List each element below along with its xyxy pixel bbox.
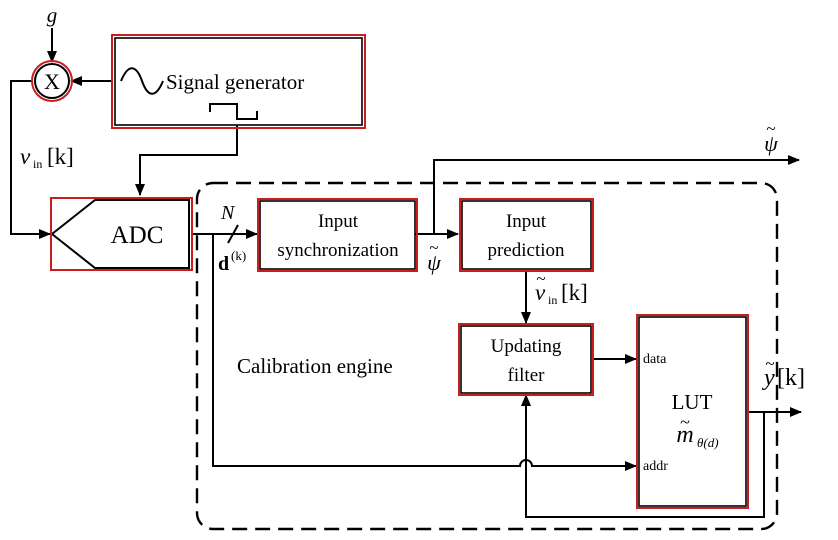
vin-label-sub: in <box>33 157 42 171</box>
vin-tilde-v: v <box>535 280 546 305</box>
port-data-label: data <box>643 352 667 367</box>
input-prediction-label-1: Input <box>506 211 547 232</box>
vin-label-index: [k] <box>47 144 74 169</box>
calibration-engine-region <box>195 181 779 531</box>
updating-filter-block <box>460 325 592 394</box>
bus-width-label: N <box>220 202 236 224</box>
psi-tilde-2: ~ <box>766 119 775 138</box>
lut-m-tilde: ~ <box>680 412 690 432</box>
signal-generator-label: Signal generator <box>166 70 304 94</box>
input-sync-label-1: Input <box>318 211 359 232</box>
sine-wave-icon <box>120 67 164 95</box>
input-sync-block <box>259 200 416 270</box>
calibration-engine-label: Calibration engine <box>237 354 393 378</box>
vin-tilde-mark: ~ <box>536 269 545 288</box>
lut-m-subscript: θ(d) <box>697 435 719 450</box>
adc-block <box>50 199 190 269</box>
y-tilde-mark: ~ <box>765 354 774 373</box>
vin-tilde-index: [k] <box>561 280 588 305</box>
lut-block <box>638 316 747 507</box>
input-prediction-block <box>461 200 592 270</box>
input-sync-label-2: synchronization <box>277 240 399 261</box>
d-vector-superscript: (k) <box>231 248 246 263</box>
lut-m-symbol: m <box>676 422 693 448</box>
vin-tilde-sub: in <box>548 293 557 307</box>
signal-generator-block <box>114 37 363 126</box>
mixer-node <box>34 63 70 99</box>
y-label: y <box>762 365 775 391</box>
mixer-symbol: X <box>44 69 60 94</box>
lut-label: LUT <box>672 390 713 414</box>
d-vector-label: d <box>218 253 229 275</box>
square-wave-icon <box>209 103 258 120</box>
updating-filter-label-1: Updating <box>491 336 562 357</box>
input-prediction-label-2: prediction <box>487 240 565 261</box>
psi-label-1: ψ <box>427 250 441 275</box>
psi-tilde-1: ~ <box>429 238 438 257</box>
port-addr-label: addr <box>643 459 668 474</box>
vin-label-v: v <box>20 144 31 169</box>
gain-label: g <box>47 3 58 27</box>
updating-filter-label-2: filter <box>508 365 546 386</box>
adc-label: ADC <box>111 222 164 249</box>
psi-label-2: ψ <box>764 131 778 156</box>
y-index: [k] <box>777 365 805 391</box>
